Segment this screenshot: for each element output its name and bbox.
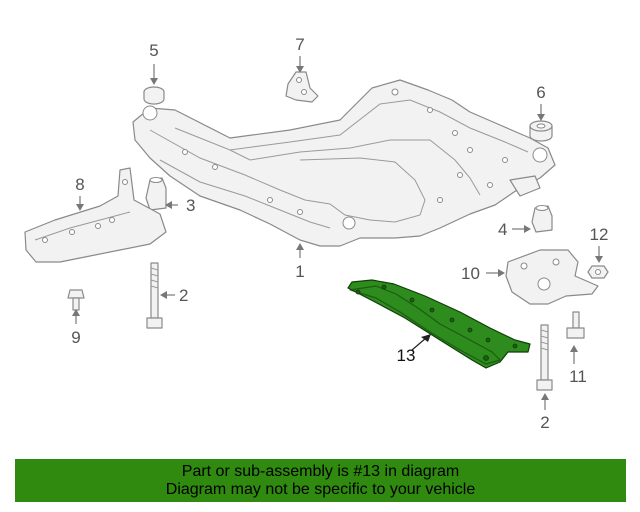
- callout-3: 3: [186, 196, 195, 215]
- callout-11: 11: [569, 367, 587, 386]
- mount-bracket-part-10: [505, 249, 599, 305]
- banner-line-part: Part or sub-assembly is #13 in diagram: [181, 462, 460, 480]
- nut-part-12: [587, 265, 609, 279]
- highlighted-part-13: [347, 279, 531, 369]
- callout-2-left: 2: [179, 286, 188, 305]
- callout-5: 5: [149, 41, 158, 60]
- callout-1: 1: [295, 262, 304, 281]
- bolt-part-11: [566, 311, 585, 339]
- callout-2-right: 2: [540, 413, 549, 432]
- callout-10: 10: [461, 264, 480, 283]
- leader-lines: [72, 56, 603, 410]
- banner-line-disclaimer: Diagram may not be specific to your vehi…: [165, 480, 476, 498]
- callout-6: 6: [536, 83, 545, 102]
- upper-bushing-part-6: [529, 120, 553, 142]
- callout-labels: 5 7 6 3 8 4 12 10 1 2 9 13 11 2: [71, 35, 608, 432]
- upper-bushing-part-5: [143, 86, 165, 105]
- callout-8: 8: [75, 175, 84, 194]
- bolt-part-9: [67, 289, 85, 311]
- callout-4: 4: [498, 220, 507, 239]
- parts-diagram: 5 7 6 3 8 4 12 10 1 2 9 13 11 2: [24, 35, 609, 432]
- callout-7: 7: [295, 35, 304, 54]
- stopper-part-3: [145, 177, 167, 211]
- subframe-part: [132, 79, 556, 247]
- callout-12: 12: [590, 225, 609, 244]
- bracket-part-7: [285, 71, 319, 103]
- long-bolt-part-2-right: [536, 324, 553, 391]
- callout-9: 9: [71, 328, 80, 347]
- part-notice-banner: Part or sub-assembly is #13 in diagram D…: [15, 459, 626, 502]
- stopper-part-4: [531, 205, 553, 233]
- left-bracket-part-8: [24, 167, 167, 263]
- long-bolt-part-2-left: [146, 262, 163, 329]
- callout-13: 13: [397, 346, 416, 365]
